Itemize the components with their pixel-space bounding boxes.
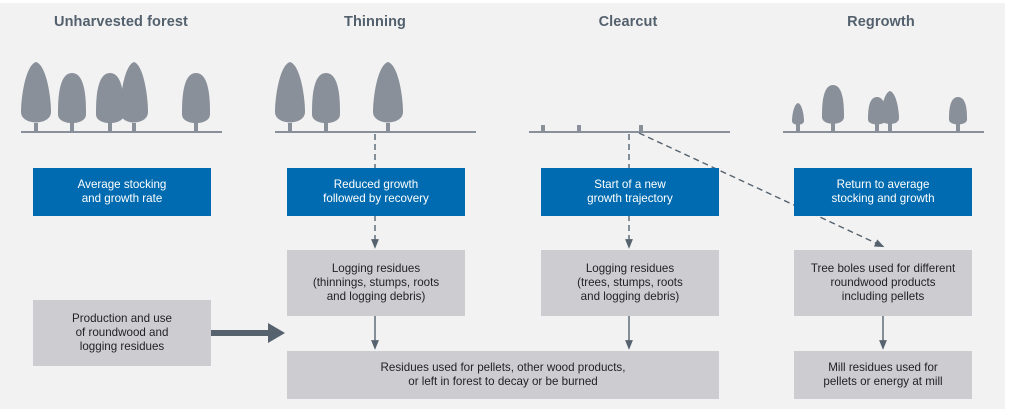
stage-title-regrowth: Regrowth	[847, 14, 915, 30]
tree-icon	[275, 62, 305, 123]
tree-trunk	[888, 123, 892, 132]
tree-icon	[312, 73, 340, 124]
outcome-box-thinning: Reduced growth followed by recovery	[287, 168, 465, 216]
tree-icon	[881, 91, 899, 125]
tree-icon	[182, 73, 210, 124]
box-text: Mill residues used for pellets or energy…	[823, 361, 943, 388]
tree-icon	[96, 73, 124, 124]
dashed-connectors	[371, 132, 885, 249]
clearcut-residues-box: Logging residues (trees, stumps, roots a…	[541, 250, 719, 316]
tree-trunk	[324, 123, 328, 132]
tree-trunk	[386, 123, 390, 132]
tree-trunk	[70, 123, 74, 132]
tree-trunk	[34, 123, 38, 132]
outcome-box-regrowth: Return to average stocking and growth	[794, 168, 972, 216]
tree-icon	[792, 103, 804, 125]
outcome-text: Start of a new growth trajectory	[587, 178, 673, 205]
tree-trunk	[875, 123, 879, 132]
tree-icon	[822, 85, 844, 124]
outcome-text: Return to average stocking and growth	[831, 178, 935, 205]
outcome-text: Average stocking and growth rate	[77, 178, 167, 205]
box-text: Residues used for pellets, other wood pr…	[380, 361, 626, 388]
tree-trunk	[796, 123, 800, 132]
stump-icon	[577, 125, 581, 131]
box-text: Production and use of roundwood and logg…	[72, 312, 172, 353]
outcome-text: Reduced growth followed by recovery	[323, 178, 429, 205]
box-text: Logging residues (thinnings, stumps, roo…	[312, 262, 440, 303]
tree-icon	[58, 73, 86, 124]
tree-trunk	[956, 123, 960, 132]
stump-icon	[639, 125, 643, 131]
stage-title-unharvested: Unharvested forest	[54, 14, 188, 30]
thinning-residues-box: Logging residues (thinnings, stumps, roo…	[287, 250, 465, 316]
tree-trunk	[194, 123, 198, 132]
tree-trunk	[831, 123, 835, 132]
tree-icon	[21, 62, 51, 123]
tree-trunk	[132, 123, 136, 132]
stage-title-thinning: Thinning	[343, 14, 406, 30]
tree-trunk	[288, 123, 292, 132]
residue-use-box: Residues used for pellets, other wood pr…	[287, 351, 719, 399]
box-text: Logging residues (trees, stumps, roots a…	[577, 262, 683, 303]
stumps	[541, 125, 643, 131]
tree-trunk	[108, 123, 112, 132]
tree-icon	[373, 62, 403, 123]
tree-icon	[949, 97, 967, 125]
tree-icon	[120, 62, 148, 123]
mill-residues-box: Mill residues used for pellets or energy…	[794, 351, 972, 399]
arrow-icon	[210, 323, 285, 343]
outcome-box-clearcut: Start of a new growth trajectory	[541, 168, 719, 216]
box-text: Tree boles used for different roundwood …	[810, 262, 956, 303]
dashed-arrow-clearcut-to-boles	[638, 132, 885, 248]
trees	[21, 62, 967, 132]
outcome-box-unharvested: Average stocking and growth rate	[33, 168, 211, 216]
solid-connectors	[371, 316, 887, 350]
stump-icon	[541, 125, 545, 131]
production-box: Production and use of roundwood and logg…	[33, 300, 211, 366]
stage-title-clearcut: Clearcut	[598, 14, 658, 30]
tree-boles-box: Tree boles used for different roundwood …	[794, 250, 972, 316]
